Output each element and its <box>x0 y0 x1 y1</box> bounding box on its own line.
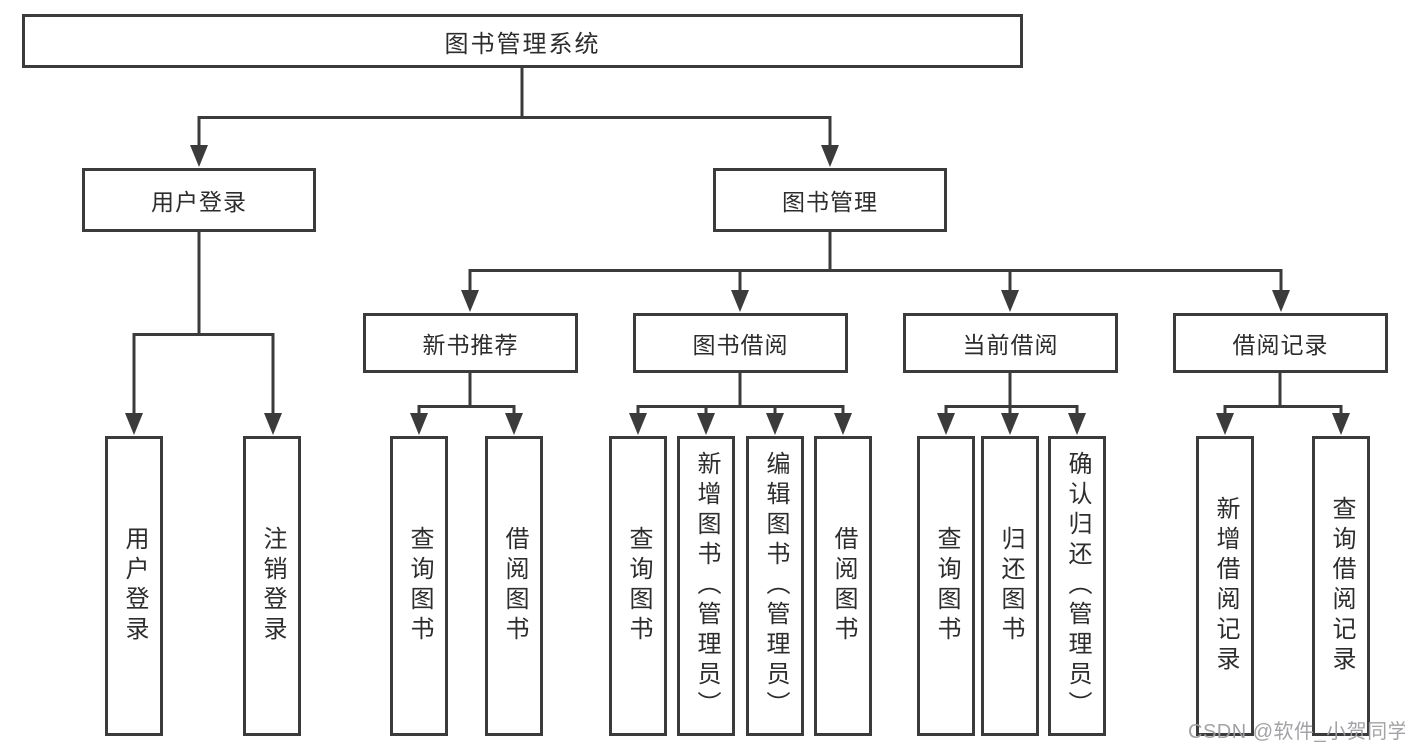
arrowhead-icon <box>1001 290 1019 312</box>
leaf-logout-label: 注销登录 <box>259 526 286 646</box>
leaf-query-books-borrow-label: 查询图书 <box>625 526 652 646</box>
node-borrow-records: 借阅记录 <box>1173 313 1388 373</box>
leaf-return-book-label: 归还图书 <box>997 526 1024 646</box>
watermark: CSDN @软件_小贺同学 <box>1188 721 1405 743</box>
connector-user-login <box>132 231 275 416</box>
leaf-query-borrow-record-label: 查询借阅记录 <box>1328 496 1355 676</box>
arrowhead-icon <box>1272 290 1290 312</box>
node-book-borrow: 图书借阅 <box>633 313 848 373</box>
leaf-return-book: 归还图书 <box>981 436 1039 736</box>
leaf-query-books-current: 查询图书 <box>917 436 975 736</box>
leaf-query-books-recommend: 查询图书 <box>390 436 448 736</box>
connector-new-book-recommend <box>417 372 516 417</box>
arrowhead-icon <box>937 413 955 435</box>
leaf-add-book-admin-label: 新增图书（管理员） <box>693 451 720 721</box>
node-current-borrow: 当前借阅 <box>903 313 1118 373</box>
arrowhead-icon <box>264 413 282 435</box>
leaf-edit-book-admin-label: 编辑图书（管理员） <box>762 451 789 721</box>
node-new-book-recommend: 新书推荐 <box>363 313 578 373</box>
arrowhead-icon <box>766 413 784 435</box>
leaf-confirm-return-admin-label: 确认归还（管理员） <box>1064 451 1091 721</box>
leaf-add-borrow-record: 新增借阅记录 <box>1196 436 1254 736</box>
arrowhead-icon <box>629 413 647 435</box>
node-user-login: 用户登录 <box>82 168 316 232</box>
leaf-edit-book-admin: 编辑图书（管理员） <box>746 436 804 736</box>
arrowhead-icon <box>505 413 523 435</box>
leaf-query-books-borrow: 查询图书 <box>609 436 667 736</box>
arrowhead-icon <box>1216 413 1234 435</box>
node-borrow-records-label: 借阅记录 <box>1232 332 1329 358</box>
leaf-query-books-current-label: 查询图书 <box>933 526 960 646</box>
node-user-login-label: 用户登录 <box>151 189 247 215</box>
connector-current-borrow <box>944 372 1079 417</box>
leaf-user-login: 用户登录 <box>105 436 163 736</box>
leaf-query-borrow-record: 查询借阅记录 <box>1312 436 1370 736</box>
connector-borrow-records <box>1223 372 1343 417</box>
arrowhead-icon <box>190 145 208 167</box>
arrowhead-icon <box>821 145 839 167</box>
arrowhead-icon <box>1068 413 1086 435</box>
arrowhead-icon <box>1332 413 1350 435</box>
connector-root <box>197 67 832 148</box>
node-current-borrow-label: 当前借阅 <box>962 332 1059 358</box>
leaf-user-login-label: 用户登录 <box>121 526 148 646</box>
arrowhead-icon <box>697 413 715 435</box>
leaf-borrow-books-recommend: 借阅图书 <box>485 436 543 736</box>
arrowhead-icon <box>410 413 428 435</box>
leaf-query-books-recommend-label: 查询图书 <box>406 526 433 646</box>
arrowhead-icon <box>834 413 852 435</box>
arrowhead-icon <box>1001 413 1019 435</box>
node-root: 图书管理系统 <box>22 14 1023 68</box>
node-new-book-recommend-label: 新书推荐 <box>422 332 519 358</box>
arrowhead-icon <box>731 290 749 312</box>
leaf-add-borrow-record-label: 新增借阅记录 <box>1212 496 1239 676</box>
leaf-confirm-return-admin: 确认归还（管理员） <box>1048 436 1106 736</box>
node-book-management: 图书管理 <box>713 168 947 232</box>
connector-book-borrow <box>636 372 845 417</box>
leaf-logout: 注销登录 <box>243 436 301 736</box>
arrowhead-icon <box>461 290 479 312</box>
connector-book-management <box>468 231 1283 293</box>
node-book-borrow-label: 图书借阅 <box>692 332 789 358</box>
node-root-label: 图书管理系统 <box>444 30 601 58</box>
arrowhead-icon <box>125 413 143 435</box>
leaf-borrow-books-recommend-label: 借阅图书 <box>501 526 528 646</box>
leaf-add-book-admin: 新增图书（管理员） <box>677 436 735 736</box>
leaf-borrow-books-label: 借阅图书 <box>830 526 857 646</box>
leaf-borrow-books: 借阅图书 <box>814 436 872 736</box>
node-book-management-label: 图书管理 <box>782 189 878 215</box>
